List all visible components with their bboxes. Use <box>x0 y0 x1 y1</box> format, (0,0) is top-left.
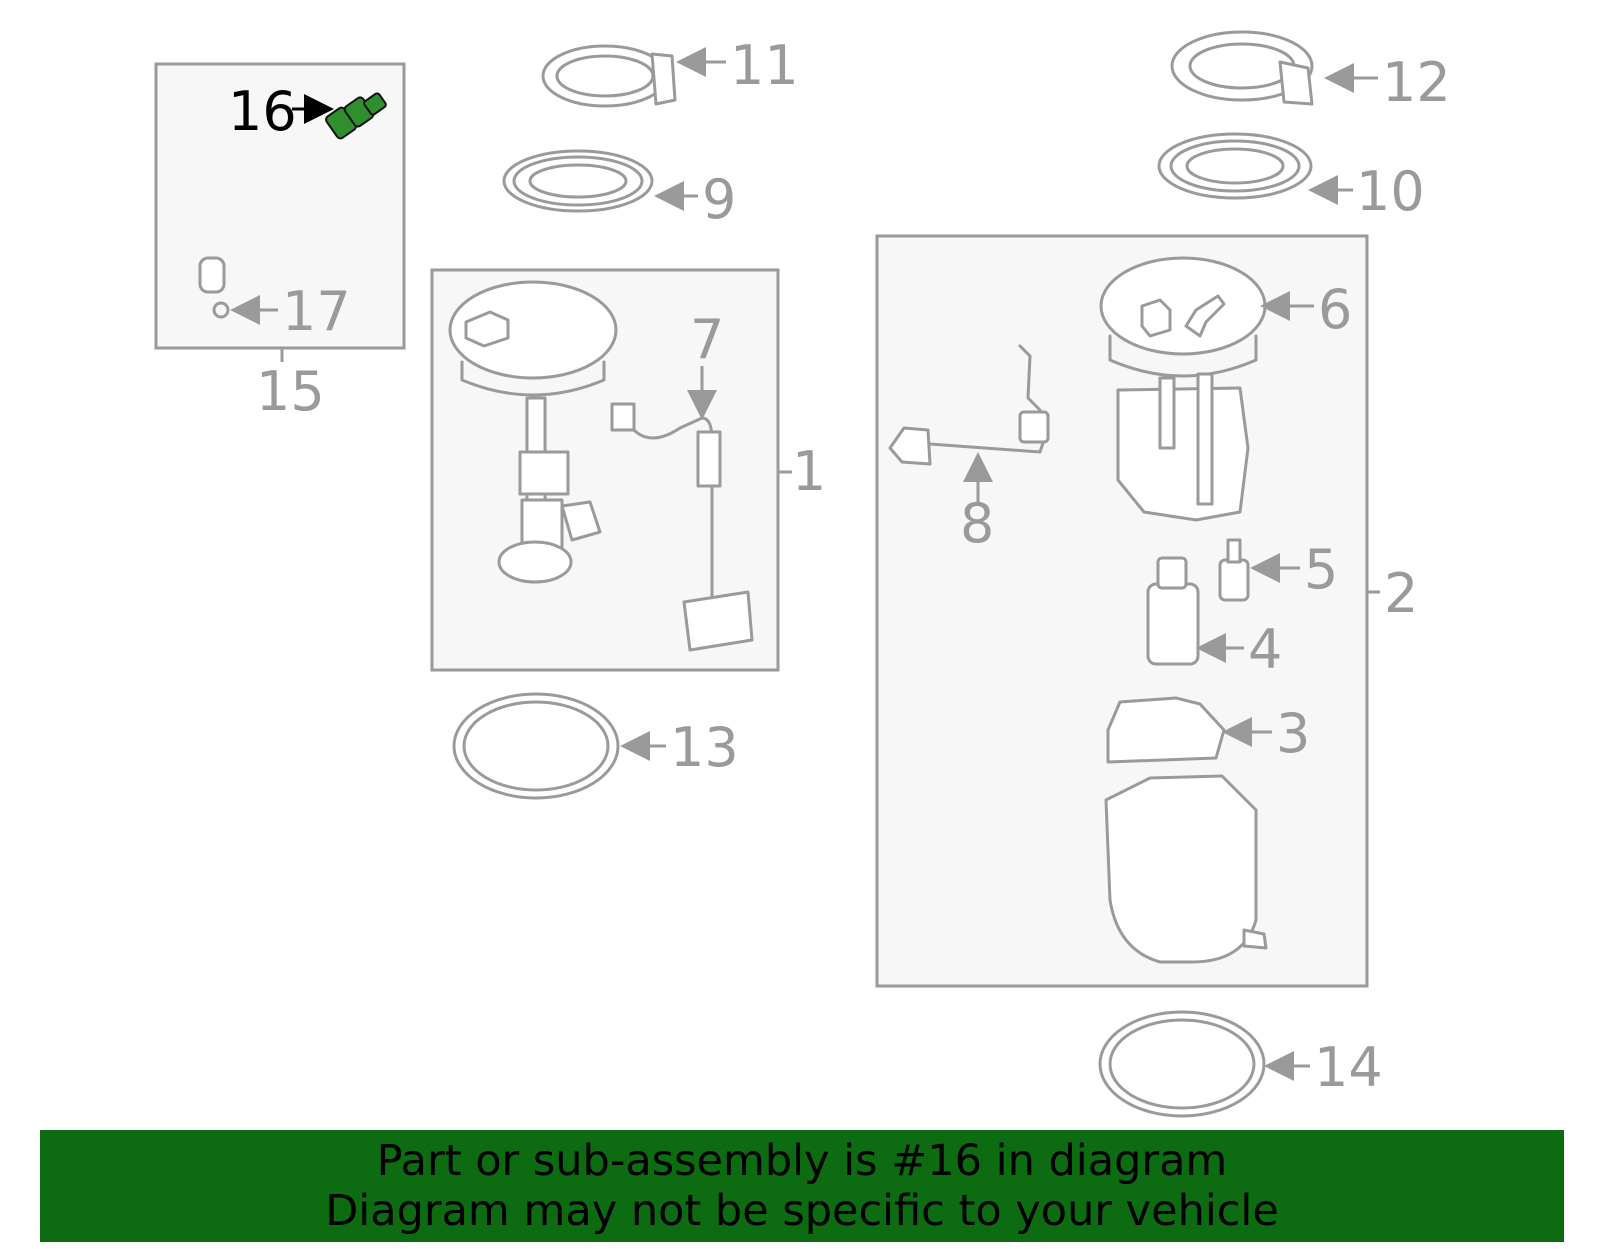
callout-1[interactable]: 1 <box>792 440 826 503</box>
callout-10[interactable]: 10 <box>1356 160 1425 223</box>
banner-line-1: Part or sub-assembly is #16 in diagram <box>376 1136 1228 1186</box>
callout-6[interactable]: 6 <box>1318 278 1352 341</box>
callout-14[interactable]: 14 <box>1314 1036 1383 1099</box>
callout-16[interactable]: 16 <box>228 80 297 143</box>
callout-17[interactable]: 17 <box>282 280 351 343</box>
info-banner: Part or sub-assembly is #16 in diagram D… <box>40 1130 1564 1242</box>
part-13[interactable] <box>452 692 666 800</box>
callout-8[interactable]: 8 <box>960 492 994 555</box>
callout-13[interactable]: 13 <box>670 716 739 779</box>
callout-7[interactable]: 7 <box>690 308 724 371</box>
part-11[interactable] <box>541 44 726 108</box>
callout-4[interactable]: 4 <box>1248 618 1282 681</box>
part-14[interactable] <box>1098 1010 1310 1118</box>
callout-5[interactable]: 5 <box>1304 538 1338 601</box>
callout-12[interactable]: 12 <box>1382 51 1451 114</box>
assembly-box-2[interactable] <box>875 234 1380 988</box>
callout-11[interactable]: 11 <box>730 34 799 97</box>
part-10[interactable] <box>1157 132 1353 205</box>
callout-3[interactable]: 3 <box>1276 702 1310 765</box>
assembly-box-1[interactable] <box>430 268 792 672</box>
part-9[interactable] <box>502 149 698 213</box>
part-12[interactable] <box>1170 30 1378 106</box>
banner-line-2: Diagram may not be specific to your vehi… <box>325 1186 1279 1236</box>
callout-15[interactable]: 15 <box>256 360 325 423</box>
assembly-box-15[interactable] <box>154 62 406 362</box>
callout-9[interactable]: 9 <box>702 168 736 231</box>
callout-2[interactable]: 2 <box>1384 562 1418 625</box>
